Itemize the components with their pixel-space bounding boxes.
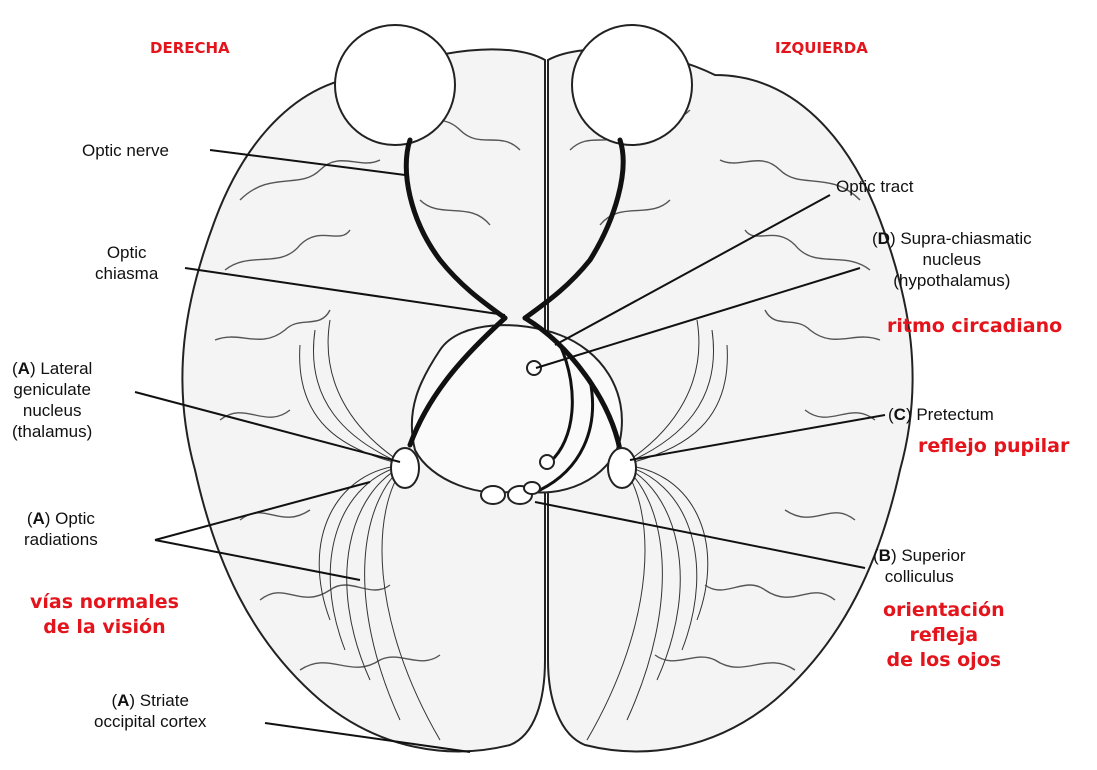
label-striate-cortex: (A) Striate occipital cortex [94, 690, 206, 732]
annotation-circadian: ritmo circadiano [887, 314, 1062, 339]
superior-colliculus-1 [481, 486, 505, 504]
label-optic-nerve: Optic nerve [82, 140, 169, 161]
label-optic-tract: Optic tract [836, 176, 913, 197]
right-eye [335, 25, 455, 145]
annotation-eye-orientation: orientación refleja de los ojos [883, 598, 1005, 673]
label-superior-colliculus: (B) Superior colliculus [873, 545, 966, 587]
label-optic-chiasma: Optic chiasma [95, 242, 158, 284]
label-pretectum: (C) Pretectum [888, 404, 994, 425]
right-side-label: DERECHA [150, 36, 230, 61]
label-optic-radiations: (A) Optic radiations [24, 508, 98, 550]
left-eye [572, 25, 692, 145]
lateral-geniculate-right [391, 448, 419, 488]
pretectum-nucleus [540, 455, 554, 469]
annotation-normal-vision: vías normales de la visión [30, 590, 179, 640]
label-lateral-geniculate: (A) Lateral geniculate nucleus (thalamus… [12, 358, 92, 442]
lateral-geniculate-left [608, 448, 636, 488]
left-side-label: IZQUIERDA [775, 36, 868, 61]
superior-colliculus-3 [524, 482, 540, 494]
label-suprachiasmatic: (D) Supra-chiasmatic nucleus (hypothalam… [872, 228, 1032, 291]
annotation-pupillary: reflejo pupilar [918, 434, 1069, 459]
